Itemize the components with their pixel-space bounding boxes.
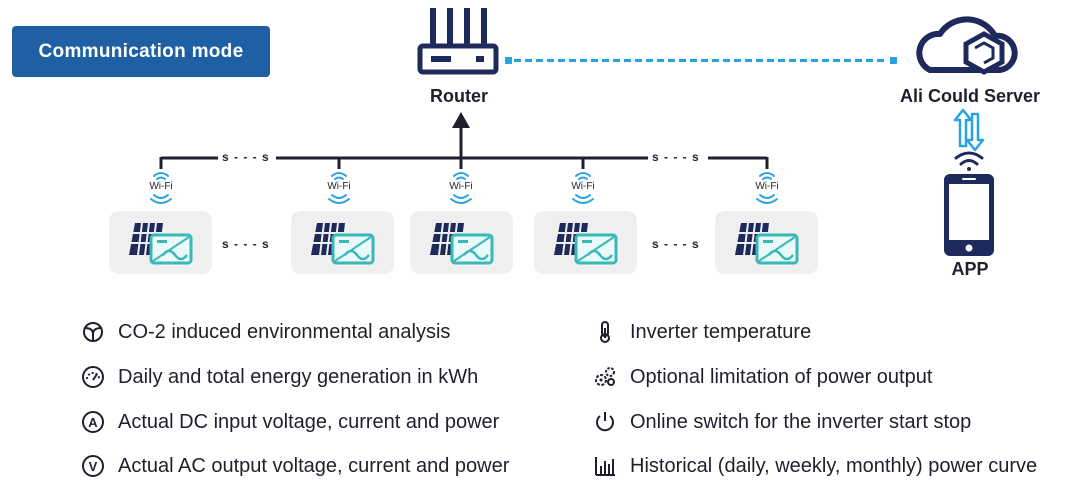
router-icon <box>417 8 499 75</box>
app-label: APP <box>951 259 989 279</box>
wifi-label: Wi-Fi <box>571 181 595 192</box>
feature-text: Daily and total energy generation in kWh <box>118 365 479 388</box>
inverter-devices <box>109 211 818 274</box>
inverter-icon <box>534 211 637 274</box>
feature-text: Actual AC output voltage, current and po… <box>118 454 510 477</box>
wifi-signals <box>150 172 778 204</box>
communication-mode-badge: Communication mode <box>12 26 270 77</box>
wifi-label: Wi-Fi <box>755 181 779 192</box>
feature-item: Online switch for the inverter start sto… <box>592 409 971 435</box>
svg-text:A: A <box>88 415 98 430</box>
feature-text: Inverter temperature <box>630 320 812 343</box>
bus-drops <box>159 157 769 169</box>
router-cloud-link <box>505 57 897 64</box>
leaf-icon <box>80 319 106 345</box>
phone-wifi-icon <box>954 151 984 171</box>
inverter-icon <box>410 211 513 274</box>
uplink-arrow <box>452 112 470 158</box>
break-mark: s - - - s <box>652 150 700 164</box>
gauge-icon <box>80 364 106 390</box>
feature-item: CO-2 induced environmental analysis <box>80 319 450 345</box>
volt-icon: V <box>80 453 106 479</box>
inverter-icon <box>715 211 818 274</box>
feature-text: Historical (daily, weekly, monthly) powe… <box>630 454 1038 477</box>
bar-chart-icon <box>592 453 618 479</box>
wifi-label: Wi-Fi <box>449 181 473 192</box>
break-mark: s - - - s <box>652 237 700 251</box>
feature-text: Actual DC input voltage, current and pow… <box>118 410 500 433</box>
ampere-icon: A <box>80 409 106 435</box>
feature-text: Optional limitation of power output <box>630 365 933 388</box>
feature-item: A Actual DC input voltage, current and p… <box>80 409 499 435</box>
wifi-label: Wi-Fi <box>327 181 351 192</box>
cloud-server-icon <box>916 16 1018 75</box>
thermometer-icon <box>592 319 618 345</box>
wifi-label: Wi-Fi <box>149 181 173 192</box>
phone-icon <box>944 174 994 256</box>
feature-text: Online switch for the inverter start sto… <box>630 410 972 433</box>
power-icon <box>592 409 618 435</box>
feature-item: Optional limitation of power output <box>592 364 932 390</box>
cloud-server-label: Ali Could Server <box>899 86 1041 106</box>
feature-item: V Actual AC output voltage, current and … <box>80 453 509 479</box>
gears-icon <box>592 364 618 390</box>
inverter-icon <box>109 211 212 274</box>
feature-item: Inverter temperature <box>592 319 811 345</box>
break-mark: s - - - s <box>222 237 270 251</box>
feature-item: Historical (daily, weekly, monthly) powe… <box>592 453 1037 479</box>
sync-arrows-icon <box>953 108 985 152</box>
break-mark: s - - - s <box>222 150 270 164</box>
feature-item: Daily and total energy generation in kWh <box>80 364 478 390</box>
svg-text:V: V <box>89 459 98 474</box>
feature-text: CO-2 induced environmental analysis <box>118 320 451 343</box>
router-label: Router <box>430 86 488 106</box>
inverter-icon <box>291 211 394 274</box>
